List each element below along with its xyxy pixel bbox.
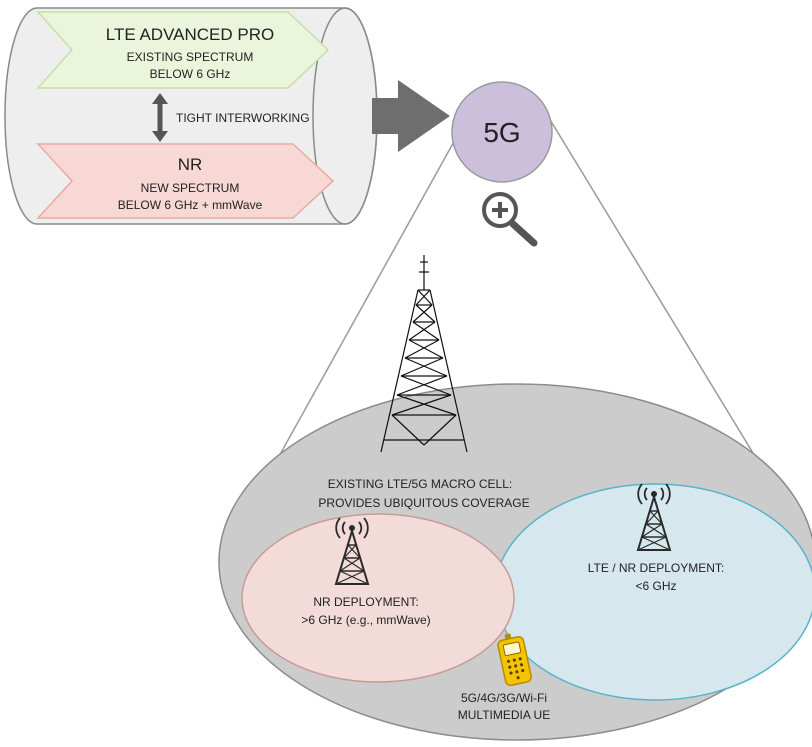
nr-box-line1: NEW SPECTRUM: [141, 181, 240, 195]
badge-5g: 5G: [451, 81, 553, 183]
lte-box-line2: BELOW 6 GHz: [150, 67, 231, 81]
nr-box-title: NR: [178, 155, 203, 174]
macro-cell-line1: EXISTING LTE/5G MACRO CELL:: [328, 477, 513, 491]
nr-cell-line1: NR DEPLOYMENT:: [313, 595, 418, 609]
zoom-in-icon: [482, 192, 538, 247]
ue-line2: MULTIMEDIA UE: [458, 708, 550, 722]
macro-cell-line2: PROVIDES UBIQUITOUS COVERAGE: [318, 496, 529, 510]
badge-5g-label: 5G: [483, 117, 520, 148]
antenna-icon: [636, 483, 672, 551]
nr-cell-area: [241, 513, 515, 683]
nr-box: NR NEW SPECTRUM BELOW 6 GHz + mmWave: [36, 143, 335, 219]
nr-box-line2: BELOW 6 GHz + mmWave: [118, 198, 263, 212]
lte-box-title: LTE ADVANCED PRO: [106, 25, 274, 44]
double-arrow-icon: [152, 93, 168, 142]
flow-arrow: [372, 80, 450, 152]
lte-nr-cell-line1: LTE / NR DEPLOYMENT:: [588, 561, 724, 575]
ue-line1: 5G/4G/3G/Wi-Fi: [461, 691, 547, 705]
nr-cell-line2: >6 GHz (e.g., mmWave): [301, 613, 430, 627]
lte-advanced-pro-box: LTE ADVANCED PRO EXISTING SPECTRUM BELOW…: [36, 11, 330, 89]
lte-box-line1: EXISTING SPECTRUM: [127, 50, 254, 64]
tower-icon: [380, 255, 468, 453]
interworking-label: TIGHT INTERWORKING: [176, 111, 310, 125]
antenna-icon: [334, 517, 370, 585]
phone-icon: [497, 633, 532, 687]
lte-nr-cell-line2: <6 GHz: [635, 579, 676, 593]
